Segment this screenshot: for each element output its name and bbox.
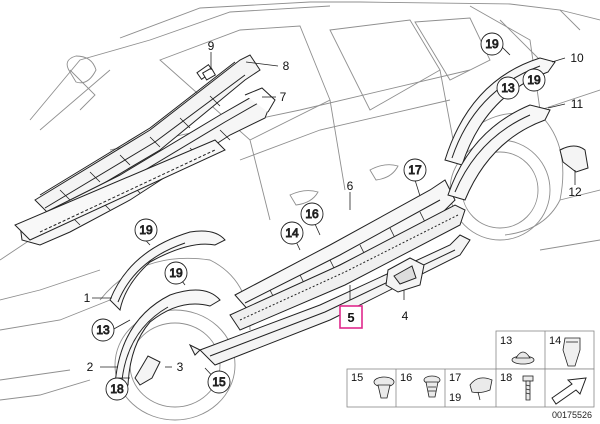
callout-18: 18 [105, 377, 129, 401]
legend-label-15: 15 [351, 372, 363, 384]
callout-17: 17 [403, 158, 427, 182]
fastener-16-icon [423, 375, 441, 398]
part-11-rear-flare-lower [447, 104, 551, 201]
part-4-clip-bracket [385, 257, 425, 293]
svg-text:16: 16 [305, 207, 319, 221]
part-1-fender-flare [109, 230, 226, 312]
svg-text:5: 5 [347, 310, 354, 325]
callout-9: 9 [208, 39, 215, 53]
callout-19-front-upper: 19 [134, 218, 158, 242]
callouts-circled: 19 13 19 17 16 14 19 19 [91, 32, 546, 401]
svg-text:19: 19 [139, 223, 153, 237]
part-2-fender-flare [114, 289, 221, 386]
svg-text:17: 17 [408, 163, 422, 177]
legend-label-18: 18 [500, 372, 512, 384]
svg-text:14: 14 [285, 226, 299, 240]
svg-text:18: 18 [110, 382, 124, 396]
part-trim-lower-left [14, 139, 226, 241]
legend-label-13: 13 [500, 335, 512, 347]
legend-label-19: 19 [449, 392, 461, 404]
callout-13-front: 13 [91, 318, 115, 342]
part-3-bracket [134, 355, 161, 386]
legend-label-17: 17 [449, 372, 461, 384]
fastener-17-icon [469, 377, 493, 401]
callout-13-rear: 13 [496, 76, 520, 100]
callout-19-top-right: 19 [480, 32, 504, 56]
callouts-plain: 9 8 7 6 10 11 12 1 2 3 4 [84, 39, 584, 374]
callout-15: 15 [207, 370, 231, 394]
fastener-15-icon [373, 376, 395, 399]
part-6-rocker-panel [234, 179, 456, 313]
callout-12: 12 [568, 185, 582, 199]
svg-text:15: 15 [212, 375, 226, 389]
svg-text:13: 13 [96, 323, 110, 337]
callout-5-highlighted[interactable]: 5 [339, 305, 363, 329]
callout-1: 1 [84, 291, 91, 305]
fastener-13-icon [511, 351, 535, 365]
part-12-end-cap [559, 145, 589, 173]
callout-11: 11 [571, 97, 584, 111]
diagram-number: 00175526 [551, 410, 592, 420]
callout-19-rear: 19 [522, 68, 546, 92]
part-6-lower-strip [229, 204, 466, 331]
callout-16: 16 [300, 202, 324, 226]
direction-arrow-icon [551, 377, 587, 405]
callout-14: 14 [280, 221, 304, 245]
callout-19-front-lower: 19 [164, 261, 188, 285]
callout-10: 10 [570, 51, 584, 65]
callout-8: 8 [283, 59, 290, 73]
fastener-14-icon [562, 337, 581, 367]
svg-text:19: 19 [169, 266, 183, 280]
callout-2: 2 [87, 360, 94, 374]
fastener-legend: 13 14 15 16 17 19 18 [346, 330, 595, 408]
part-9-clip [201, 67, 217, 81]
legend-label-16: 16 [400, 372, 412, 384]
callout-4: 4 [402, 309, 409, 323]
callout-7: 7 [280, 90, 287, 104]
svg-text:19: 19 [485, 37, 499, 51]
svg-text:19: 19 [527, 73, 541, 87]
callout-6: 6 [347, 179, 354, 193]
callout-3: 3 [177, 360, 184, 374]
legend-label-14: 14 [549, 335, 561, 347]
svg-text:13: 13 [501, 81, 515, 95]
fastener-18-icon [522, 375, 534, 401]
